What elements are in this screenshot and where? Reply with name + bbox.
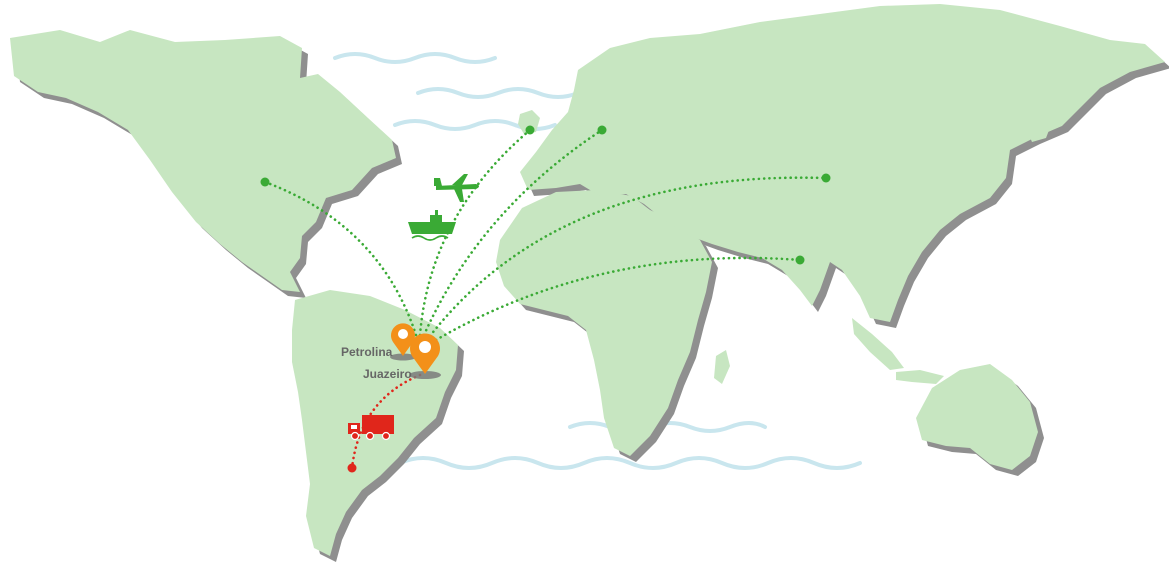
route-south-asia xyxy=(434,256,802,342)
southeast-asia-islands xyxy=(852,318,944,384)
route-east-asia xyxy=(428,176,828,338)
japan xyxy=(1026,98,1056,142)
destination-north-america xyxy=(260,177,270,187)
destination-greenland xyxy=(525,125,535,135)
city-label-petrolina: Petrolina xyxy=(341,345,393,359)
city-label-juazeiro: Juazeiro xyxy=(363,367,412,381)
airplane-icon xyxy=(434,174,479,202)
location-pin-petrolina xyxy=(390,323,416,361)
eurasia xyxy=(520,4,1165,322)
north-america xyxy=(10,30,396,292)
location-pin-icon xyxy=(410,333,440,374)
wave-north-atlantic-2 xyxy=(416,87,580,99)
destination-northern-europe xyxy=(597,125,607,135)
australia xyxy=(916,364,1038,470)
destination-southern-south-america xyxy=(347,463,357,473)
wave-north-atlantic-1 xyxy=(333,52,497,64)
land xyxy=(10,4,1165,556)
destination-east-asia xyxy=(821,173,831,183)
route-northern-europe xyxy=(422,128,604,337)
africa xyxy=(496,190,712,456)
truck-icon xyxy=(348,415,394,441)
destination-south-asia xyxy=(795,255,805,265)
export-routes xyxy=(260,125,831,342)
domestic-route xyxy=(347,373,422,473)
wave-south-atlantic-2 xyxy=(398,456,862,470)
madagascar xyxy=(714,350,730,384)
wave-south-atlantic-1 xyxy=(568,421,767,433)
ship-icon xyxy=(408,210,456,241)
location-pin-juazeiro xyxy=(409,333,441,379)
route-southern-south-america xyxy=(350,373,422,470)
greenland xyxy=(518,110,540,134)
location-pin-icon xyxy=(391,323,415,356)
